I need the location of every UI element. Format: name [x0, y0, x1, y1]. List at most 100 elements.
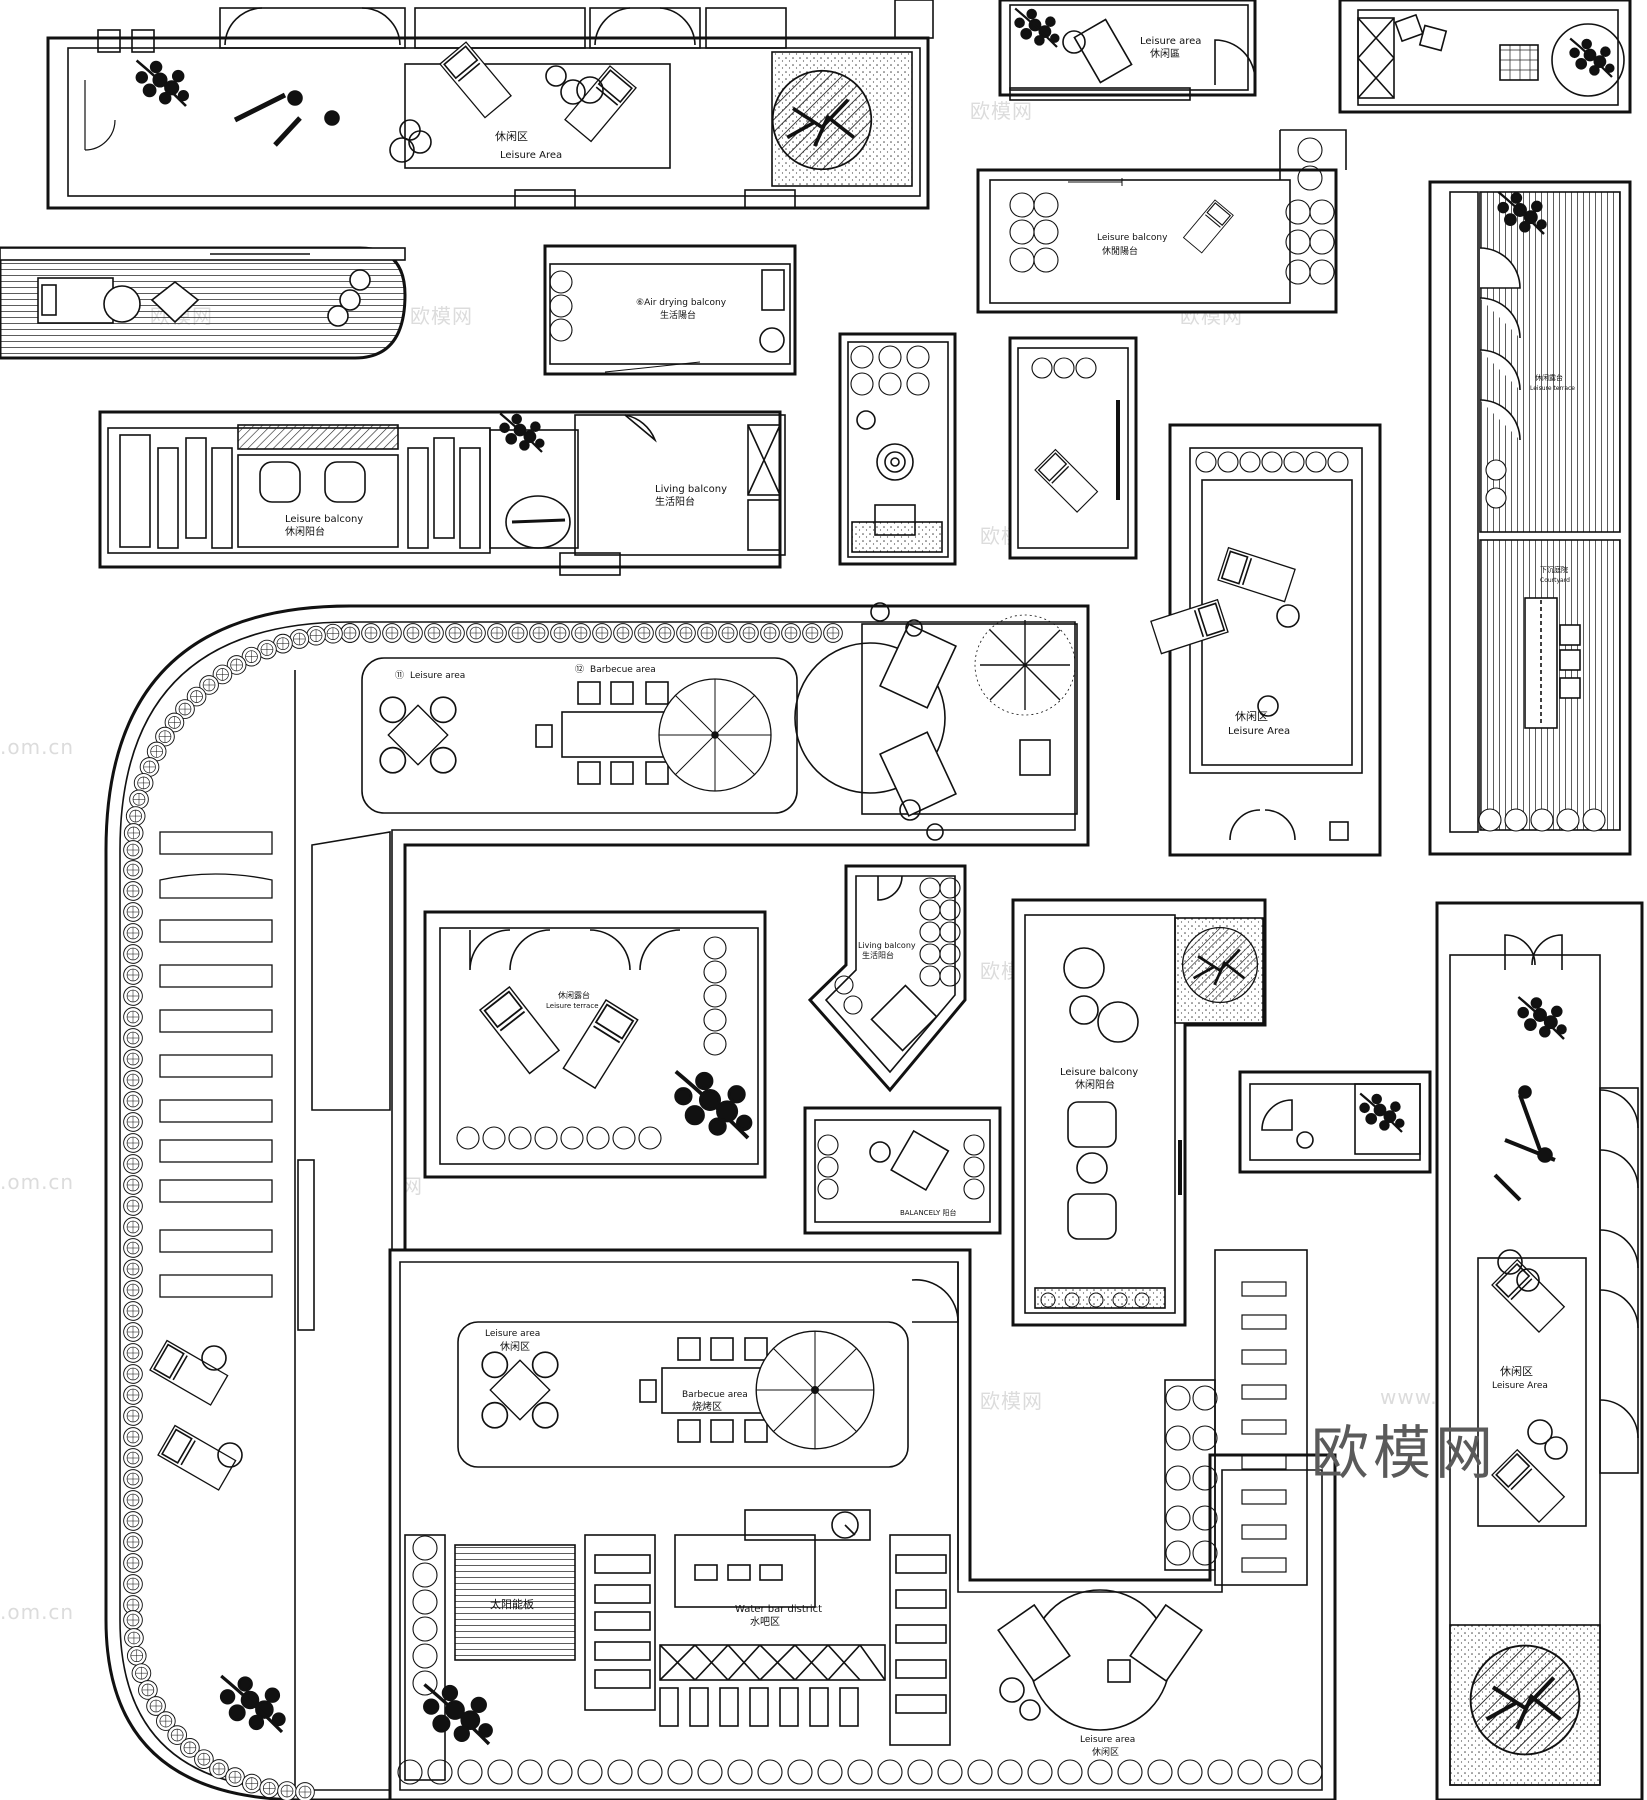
plan-label-en: Leisure balcony [285, 514, 363, 525]
brand-logo: 欧模网 [1310, 1419, 1497, 1487]
planter-icon [123, 1610, 143, 1630]
planter-icon [613, 623, 633, 643]
plan-label-en: Living balcony [655, 484, 727, 495]
planter-icon [123, 1175, 143, 1195]
planter-icon [403, 623, 423, 643]
planter-icon [242, 1773, 262, 1794]
planter-icon [123, 1238, 143, 1258]
planter-icon [382, 623, 402, 643]
planter-icon [123, 881, 143, 901]
plan-barbecue-water-bar: 太阳能板 Water bar district 水吧区 [388, 1248, 1337, 1800]
planter-icon [123, 1007, 143, 1027]
plan-label-cn: 休闲區 [1150, 47, 1180, 60]
planter-icon [823, 623, 843, 643]
planter-icon [123, 1049, 143, 1069]
planter-icon [123, 1427, 143, 1447]
plan-small-balcony [1238, 1070, 1432, 1174]
planter-icon [123, 1532, 143, 1552]
planter-icon [123, 1406, 143, 1426]
planter-icon [445, 623, 465, 643]
planter-icon [225, 1767, 245, 1787]
plan-label-cn: 太阳能板 [490, 1597, 534, 1611]
planter-icon [123, 1511, 143, 1531]
planter-icon [123, 1091, 143, 1111]
planter-icon [289, 629, 310, 649]
planter-icon [655, 623, 675, 643]
plan-leisure-area-3: 休闲区 Leisure Area [1150, 423, 1382, 857]
plan-label-en: Living balcony [858, 941, 916, 950]
plan-leisure-balcony-2: Leisure balcony 休闲阳台 [1011, 898, 1267, 1327]
planter-icon [277, 1781, 297, 1800]
plan-label-en: Air drying balcony [644, 298, 727, 308]
plan-small-courtyard [838, 332, 957, 566]
plan-marker: ⑥ [636, 298, 644, 308]
plan-label-cn: 休闲区 [1500, 1364, 1533, 1378]
planter-icon [123, 1070, 143, 1090]
planter-icon [123, 1133, 143, 1153]
planter-icon [123, 823, 144, 843]
planter-icon [123, 860, 143, 880]
planter-icon [125, 806, 146, 826]
planter-icon [131, 1663, 152, 1683]
planter-icon [123, 840, 143, 860]
planter-icon [123, 1364, 143, 1384]
planter-icon [123, 1469, 143, 1489]
planter-icon [123, 1448, 143, 1468]
plan-marker: ⑪ [395, 670, 404, 681]
plan-label-en: Leisure area [1080, 1735, 1135, 1745]
planter-icon [123, 944, 143, 964]
plan-leisure-balcony-1: Leisure balcony 休閒陽台 [976, 129, 1347, 314]
planter-icon [123, 1028, 143, 1048]
plan-label-cn: 生活阳台 [862, 950, 894, 960]
plan-leisure-area-2: Leisure area 休闲區 [998, 0, 1257, 101]
plan-label-cn: 休閒陽台 [1102, 245, 1138, 257]
planter-icon [529, 623, 549, 643]
plan-living-balcony-angled: Living balcony 生活阳台 [807, 864, 967, 1093]
planter-icon [123, 1217, 143, 1237]
plan-label-en: ⑥Air drying balcony [636, 298, 727, 308]
plan-label-en: Courtyard [1540, 577, 1570, 584]
planter-icon [340, 623, 360, 643]
planter-icon [466, 623, 486, 643]
plan-label-cn: 休闲区 [1235, 709, 1268, 723]
planter-icon [592, 623, 612, 643]
planter-icon [487, 623, 507, 643]
planter-icon [123, 965, 143, 985]
plan-label-cn: 休闲露台 [558, 990, 590, 1000]
planter-icon [123, 1154, 143, 1174]
plan-label-cn: 生活阳台 [655, 495, 695, 508]
planter-icon [697, 623, 717, 643]
plan-label-en: Leisure Area [1492, 1381, 1548, 1391]
plan-label-cn: 休闲露台 [1535, 373, 1563, 382]
plan-label-en: Leisure terrace [1530, 385, 1575, 392]
plan-label-en: Barbecue area [682, 1390, 748, 1400]
planter-icon [123, 986, 143, 1006]
plan-label-cn: 休闲区 [1092, 1746, 1119, 1758]
plan-label-en: Leisure balcony [1097, 233, 1168, 243]
planter-icon [508, 623, 528, 643]
plan-label-cn: 水吧区 [750, 1616, 780, 1628]
planter-icon [123, 902, 143, 922]
planter-icon [123, 1490, 143, 1510]
plan-label-cn: 休闲区 [500, 1340, 530, 1353]
plan-leisure-area-4: 休闲区 Leisure Area [1435, 901, 1644, 1800]
plan-label-cn: 休闲区 [495, 129, 528, 143]
plan-leisure-area-1: 休闲区 Leisure Area [46, 0, 934, 210]
planter-icon [129, 789, 149, 810]
plan-label-en: Water bar district [735, 1604, 822, 1615]
plan-label-en: Leisure terrace [546, 1002, 599, 1010]
plan-lounger-room [1008, 336, 1138, 560]
planter-icon [123, 1301, 143, 1321]
planter-icon [739, 623, 759, 643]
plan-label-en: Barbecue area [590, 665, 656, 675]
plan-label-cn: 下沉庭院 [1540, 565, 1568, 574]
planter-icon [123, 1280, 143, 1300]
plan-leisure-terrace: 休闲露台 Leisure terrace [423, 910, 767, 1179]
planter-icon [123, 1259, 143, 1279]
planter-icon [306, 625, 326, 646]
plan-balancely: BALANCELY 阳台 [803, 1106, 1002, 1235]
plan-label-cn: 休闲阳台 [1075, 1078, 1115, 1091]
